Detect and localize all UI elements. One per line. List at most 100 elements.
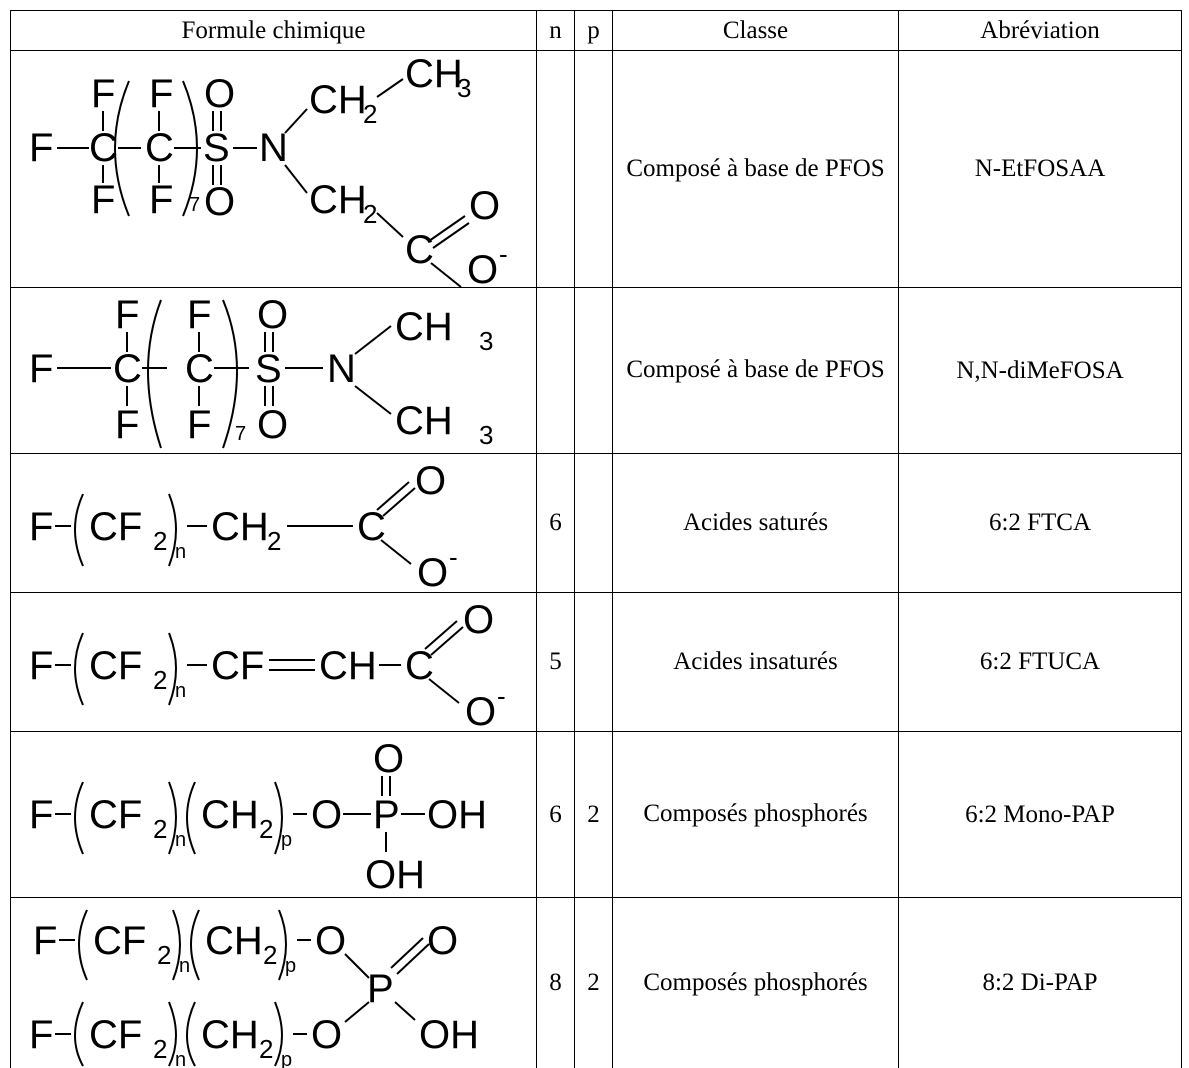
header-row: Formule chimique n p Classe Abréviation [11, 11, 1182, 51]
table-row: F F C F F C F 7 O S O [11, 51, 1182, 288]
repeat-count: n [175, 680, 186, 702]
atom-label: O [257, 293, 288, 337]
repeat-count: n [175, 541, 186, 563]
atom-label: CH [211, 505, 269, 549]
atom-label: F [33, 919, 57, 963]
atom-label: C [145, 126, 174, 170]
atom-label: CH [201, 1013, 259, 1057]
atom-label: S [255, 347, 282, 391]
abbreviation-cell: 8:2 Di-PAP [899, 898, 1182, 1068]
table-row: F CF 2 n CH 2 C O O - 6 Acides [11, 454, 1182, 593]
n-cell: 6 [537, 732, 575, 898]
atom-label: O [469, 184, 500, 228]
atom-label: O [204, 180, 235, 224]
atom-label: N [327, 347, 356, 391]
atom-label: N [259, 126, 288, 170]
atom-label: O [315, 919, 346, 963]
n-cell: 5 [537, 593, 575, 732]
atom-label: CH [319, 644, 377, 688]
formula-cell: F CF 2 n CH 2 p O F CF 2 n [11, 898, 537, 1068]
subscript: 3 [457, 73, 471, 103]
atom-label: F [187, 293, 211, 337]
structure-6-2-ftca: F CF 2 n CH 2 C O O - [11, 454, 537, 592]
structure-6-2-ftuca: F CF 2 n CF CH C O O - [11, 593, 537, 731]
repeat-count: p [281, 829, 292, 851]
subscript: 2 [259, 1034, 273, 1064]
atom-label: CF [89, 793, 142, 837]
atom-label: CH [395, 399, 453, 443]
formula-cell: F CF 2 n CH 2 p O P O OH [11, 732, 537, 898]
header-formula: Formule chimique [11, 11, 537, 51]
subscript: 2 [157, 940, 171, 970]
atom-label: CH [309, 178, 367, 222]
atom-label: CF [89, 1013, 142, 1057]
structure-8-2-di-pap: F CF 2 n CH 2 p O F CF 2 n [11, 898, 537, 1068]
atom-label: F [91, 178, 115, 222]
abbreviation-cell: 6:2 FTUCA [899, 593, 1182, 732]
atom-label: O [415, 459, 446, 503]
atom-label: O [467, 248, 498, 287]
formula-cell: F CF 2 n CF CH C O O - [11, 593, 537, 732]
subscript: 2 [153, 665, 167, 695]
n-cell [537, 288, 575, 454]
table-row: F CF 2 n CF CH C O O - [11, 593, 1182, 732]
atom-label: F [29, 1013, 53, 1057]
charge-label: - [449, 542, 458, 572]
class-cell: Composé à base de PFOS [613, 51, 899, 288]
atom-label: F [29, 505, 53, 549]
atom-label: CH [205, 919, 263, 963]
abbreviation-cell: N,N-diMeFOSA [899, 288, 1182, 454]
repeat-count: n [175, 1049, 186, 1068]
subscript: 2 [263, 940, 277, 970]
p-cell: 2 [575, 898, 613, 1068]
atom-label: P [367, 967, 394, 1011]
atom-label: F [29, 126, 53, 170]
subscript: 2 [259, 814, 273, 844]
atom-label: C [89, 126, 118, 170]
p-cell [575, 51, 613, 288]
structure-n-n-dimefosa: F F C F F C F 7 O S O [11, 288, 537, 453]
atom-label: CF [89, 505, 142, 549]
atom-label: CH [309, 78, 367, 122]
header-abbreviation: Abréviation [899, 11, 1182, 51]
header-p: p [575, 11, 613, 51]
atom-label: OH [427, 793, 487, 837]
header-class: Classe [613, 11, 899, 51]
subscript: 2 [153, 526, 167, 556]
formula-cell: F F C F F C F 7 O S O [11, 288, 537, 454]
class-cell: Acides saturés [613, 454, 899, 593]
atom-label: CF [89, 644, 142, 688]
repeat-count: 7 [235, 423, 246, 445]
atom-label: F [29, 644, 53, 688]
atom-label: F [149, 72, 173, 116]
abbreviation-cell: 6:2 Mono-PAP [899, 732, 1182, 898]
table-row: F CF 2 n CH 2 p O P O OH [11, 732, 1182, 898]
atom-label: C [405, 228, 434, 272]
structure-6-2-mono-pap: F CF 2 n CH 2 p O P O OH [11, 732, 537, 897]
abbreviation-cell: N-EtFOSAA [899, 51, 1182, 288]
formula-cell: F F C F F C F 7 O S O [11, 51, 537, 288]
atom-label: O [463, 598, 494, 642]
repeat-count: p [285, 955, 296, 977]
atom-label: OH [365, 853, 425, 897]
atom-label: O [257, 403, 288, 447]
atom-label: CF [93, 919, 146, 963]
p-cell [575, 454, 613, 593]
atom-label: P [373, 793, 400, 837]
table-row: F CF 2 n CH 2 p O F CF 2 n [11, 898, 1182, 1068]
atom-label: CH [395, 305, 453, 349]
atom-label: O [311, 793, 342, 837]
charge-label: - [499, 239, 508, 269]
p-cell: 2 [575, 732, 613, 898]
atom-label: F [115, 293, 139, 337]
atom-label: O [427, 919, 458, 963]
atom-label: O [373, 737, 404, 781]
subscript: 3 [479, 326, 493, 356]
charge-label: - [497, 681, 506, 711]
atom-label: C [357, 505, 386, 549]
atom-label: CF [211, 644, 264, 688]
subscript: 2 [363, 199, 377, 229]
atom-label: O [417, 551, 448, 592]
header-n: n [537, 11, 575, 51]
subscript: 2 [267, 526, 281, 556]
